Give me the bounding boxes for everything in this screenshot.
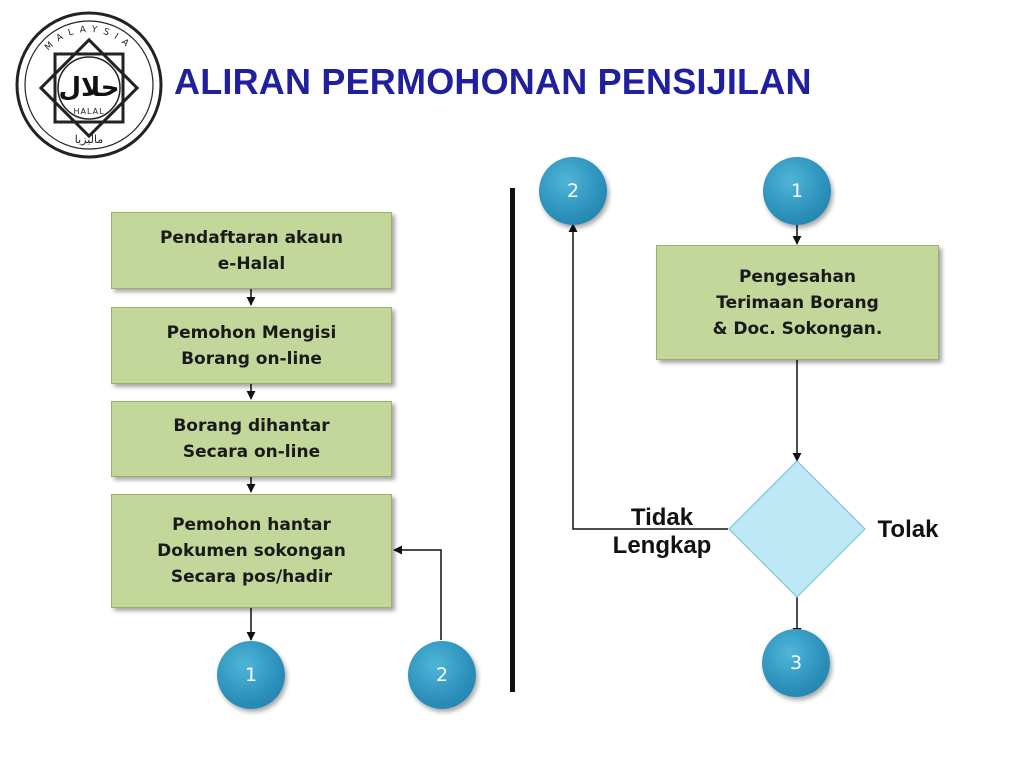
step-verify-documents: Pengesahan Terimaan Borang & Doc. Sokong… [656, 245, 939, 360]
step-send-documents: Pemohon hantar Dokumen sokongan Secara p… [111, 494, 392, 608]
step-fill-form: Pemohon Mengisi Borang on-line [111, 307, 392, 384]
connector-1-out: 1 [217, 641, 285, 709]
step-register-account: Pendaftaran akaun e-Halal [111, 212, 392, 289]
decision-diamond [728, 460, 866, 598]
arrow-decision-connector2 [568, 223, 728, 530]
svg-text:حلال: حلال [58, 73, 119, 103]
connector-3-end: 3 [762, 629, 830, 697]
svg-text:ماليزيا: ماليزيا [75, 133, 104, 146]
column-divider [510, 188, 515, 692]
page-title: ALIRAN PERMOHONAN PENSIJILAN [174, 61, 812, 102]
connector-2-return: 2 [539, 157, 607, 225]
arrow-connector2-step4 [393, 545, 442, 640]
step-submit-form: Borang dihantar Secara on-line [111, 401, 392, 477]
connector-2-in: 2 [408, 641, 476, 709]
halal-malaysia-logo: MALAYSIA حلال HALAL ماليزيا [15, 11, 163, 159]
svg-text:HALAL: HALAL [73, 107, 104, 116]
label-incomplete: Tidak Lengkap [612, 504, 712, 559]
connector-1-start: 1 [763, 157, 831, 225]
label-reject: Tolak [877, 516, 939, 543]
